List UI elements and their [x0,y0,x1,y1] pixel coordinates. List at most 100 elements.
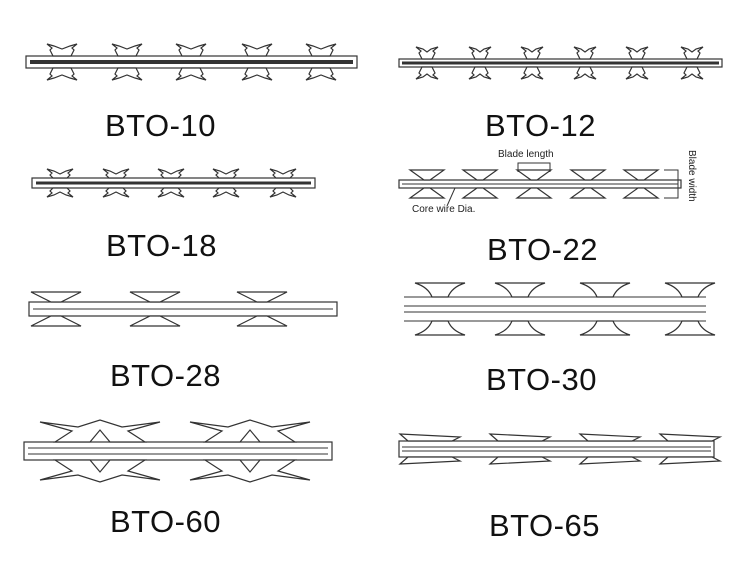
bto60-blades-blade-bottom-0 [39,459,161,483]
bto30-blades-top-1 [494,282,546,298]
bto22-blades-blade-top-0 [408,169,446,181]
bto10-blades-blade-top-3 [241,43,273,57]
bto65-blades-top-1 [488,433,553,442]
bto12-blades-blade-bottom-1 [468,66,492,80]
bto18-blades-blade-top-2 [157,168,185,179]
profile-bto10 [25,43,358,81]
label-bto10: BTO-10 [105,108,216,143]
bto60-blades-blade-top-1 [189,419,311,443]
profile-bto18 [31,168,316,198]
bto10-blades-blade-top-2 [175,43,207,57]
profile-bto12 [398,46,723,80]
label-bto28: BTO-28 [110,358,221,393]
bto28-blades-blade-top-0 [30,291,82,303]
annotation-core-wire: Core wire Dia. [412,204,476,215]
bto18-blades-blade-bottom-4 [269,187,297,198]
bto18-blades-blade-top-1 [102,168,130,179]
bto60-blades-blade-bottom-1 [189,459,311,483]
bto30-blades [414,282,716,336]
bto60-blades-blade-top-0 [39,419,161,443]
profile-bto65 [398,433,723,465]
profile-bto22 [398,162,682,207]
bto60-wire [23,441,333,461]
bto10-blades-blade-top-4 [305,43,337,57]
bto30-blades-top-3 [664,282,716,298]
bto12-blades-blade-bottom-4 [625,66,649,80]
bto65-blades-bottom-1 [488,456,553,465]
bto22-blades-blade-bottom-1 [461,187,499,199]
bto60-blades [39,419,311,483]
bto65-blades [398,433,723,465]
bto22-blades-blade-bottom-4 [622,187,660,199]
bto30-blades-top-2 [579,282,631,298]
bto18-blades-blade-bottom-3 [212,187,240,198]
bto22-blades-blade-top-4 [622,169,660,181]
profile-bto60 [23,419,333,483]
bto10-blades-blade-bottom-1 [111,67,143,81]
bto28-blades-blade-bottom-1 [129,315,181,327]
bto18-blades-blade-top-3 [212,168,240,179]
bto30-blades-top-0 [414,282,466,298]
bto12-blades-blade-top-3 [573,46,597,60]
bto12-blades-blade-bottom-2 [520,66,544,80]
bto12-blades-blade-bottom-5 [680,66,704,80]
profile-bto30 [404,282,716,336]
annotation-blade-length: Blade length [498,149,554,160]
bto10-blades-blade-bottom-4 [305,67,337,81]
bto28-blades-blade-top-2 [236,291,288,303]
bto10-blades-blade-bottom-3 [241,67,273,81]
bto28-blades-blade-top-1 [129,291,181,303]
bto65-blades-top-2 [578,433,643,442]
bto18-blades-blade-top-0 [46,168,74,179]
core-wire-leader [446,187,456,207]
bto12-blades-blade-top-0 [415,46,439,60]
label-bto12: BTO-12 [485,108,596,143]
blade-length-bracket [517,162,551,172]
bto10-blades-blade-top-0 [46,43,78,57]
bto30-blades-bottom-1 [494,320,546,336]
bto10-blades-blade-bottom-2 [175,67,207,81]
bto12-blades-blade-top-1 [468,46,492,60]
bto30-blades-bottom-2 [579,320,631,336]
label-bto30: BTO-30 [486,362,597,397]
bto12-blades-blade-bottom-0 [415,66,439,80]
bto65-blades-bottom-3 [658,456,723,465]
bto10-blades-blade-top-1 [111,43,143,57]
bto28-blades [30,291,288,327]
bto10-blades-blade-bottom-0 [46,67,78,81]
bto22-blades-blade-top-1 [461,169,499,181]
label-bto60: BTO-60 [110,504,221,539]
bto65-blades-top-0 [398,433,463,442]
bto18-blades-blade-top-4 [269,168,297,179]
bto18-core-wire [36,181,311,185]
bto22-blades-blade-bottom-0 [408,187,446,199]
bto18-blades-blade-bottom-0 [46,187,74,198]
bto65-blades-bottom-0 [398,456,463,465]
bto22-blades-blade-top-2 [515,169,553,181]
bto12-blades-blade-top-2 [520,46,544,60]
bto22-blades-blade-top-3 [569,169,607,181]
bto12-blades-blade-top-4 [625,46,649,60]
bto10-blades [46,43,337,81]
profile-bto28 [28,291,338,327]
bto12-blades-blade-bottom-3 [573,66,597,80]
bto65-blades-bottom-2 [578,456,643,465]
bto22-blades [408,169,660,199]
label-bto18: BTO-18 [106,228,217,263]
bto22-blades-blade-bottom-2 [515,187,553,199]
bto12-blades [415,46,704,80]
blade-width-bracket [664,169,679,199]
bto65-wire [398,440,715,458]
bto12-blades-blade-top-5 [680,46,704,60]
bto18-blades [46,168,297,198]
annotation-blade-width: Blade width [686,150,697,202]
label-bto22: BTO-22 [487,232,598,267]
bto28-blades-blade-bottom-0 [30,315,82,327]
bto28-blades-blade-bottom-2 [236,315,288,327]
bto12-core-wire [402,61,719,65]
bto22-blades-blade-bottom-3 [569,187,607,199]
bto30-blades-bottom-0 [414,320,466,336]
bto18-blades-blade-bottom-2 [157,187,185,198]
